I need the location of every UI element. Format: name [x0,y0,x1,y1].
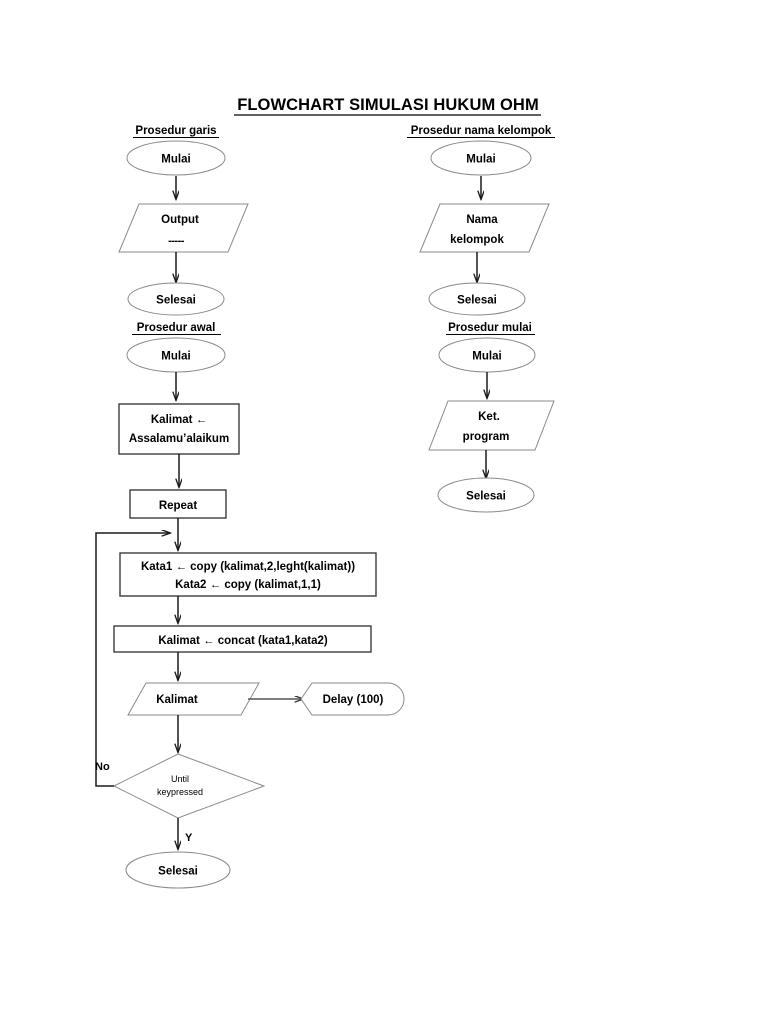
io-ket-program [428,400,555,451]
terminator-mulai-garis [126,140,226,176]
terminator-selesai-mulai [437,477,535,513]
terminator-mulai-nama-label: Mulai [466,154,495,166]
io-output-garis-line2: ----- [168,235,185,247]
edge-label-no: No [95,761,110,773]
io-kalimat-output [127,682,260,716]
process-kata-copy [119,552,377,597]
terminator-selesai-garis-label: Selesai [156,295,196,307]
terminator-mulai-awal-label: Mulai [161,351,190,363]
io-ket-program-line1: Ket. [478,411,500,423]
terminator-selesai-nama [428,282,526,316]
io-kalimat-output-label: Kalimat [156,694,198,706]
io-output-garis [118,203,249,253]
section-heading-prosedur-nama-kelompok: Prosedur nama kelompok [411,125,552,137]
decision-until-keypressed-line1: Until [171,774,189,784]
process-kalimat-concat-label: Kalimat ← concat (kata1,kata2) [158,635,328,647]
terminator-mulai-mulai-label: Mulai [472,351,501,363]
terminator-selesai-awal-label: Selesai [158,866,198,878]
connector-no-loopback [95,533,170,787]
process-kalimat-assign [118,403,240,455]
section-heading-prosedur-awal: Prosedur awal [137,322,216,334]
delay-symbol [300,682,405,716]
decision-until-keypressed [112,753,266,819]
section-heading-prosedur-garis: Prosedur garis [135,125,216,137]
process-repeat [129,489,227,519]
terminator-selesai-garis [127,282,225,316]
process-kata-copy-line1: Kata1 ← copy (kalimat,2,leght(kalimat)) [141,561,355,573]
section-heading-prosedur-mulai: Prosedur mulai [448,322,532,334]
page-title: FLOWCHART SIMULASI HUKUM OHM [237,96,539,114]
terminator-selesai-awal [125,851,231,889]
terminator-selesai-mulai-label: Selesai [466,491,506,503]
process-kata-copy-line2: Kata2 ← copy (kalimat,1,1) [175,579,321,591]
terminator-selesai-nama-label: Selesai [457,295,497,307]
decision-until-keypressed-line2: keypressed [157,787,203,797]
process-kalimat-assign-line2: Assalamu’alaikum [129,433,229,445]
edge-label-yes: Y [185,832,193,844]
process-kalimat-assign-line1: Kalimat ← [151,414,207,426]
io-ket-program-line2: program [463,431,510,443]
process-kalimat-concat [113,625,372,653]
io-nama-kelompok [419,203,550,253]
terminator-mulai-garis-label: Mulai [161,154,190,166]
delay-symbol-label: Delay (100) [323,694,384,706]
io-nama-kelompok-line1: Nama [466,214,498,226]
io-output-garis-line1: Output [161,214,199,226]
process-repeat-label: Repeat [159,500,198,512]
terminator-mulai-nama [430,140,532,176]
io-nama-kelompok-line2: kelompok [450,234,504,246]
